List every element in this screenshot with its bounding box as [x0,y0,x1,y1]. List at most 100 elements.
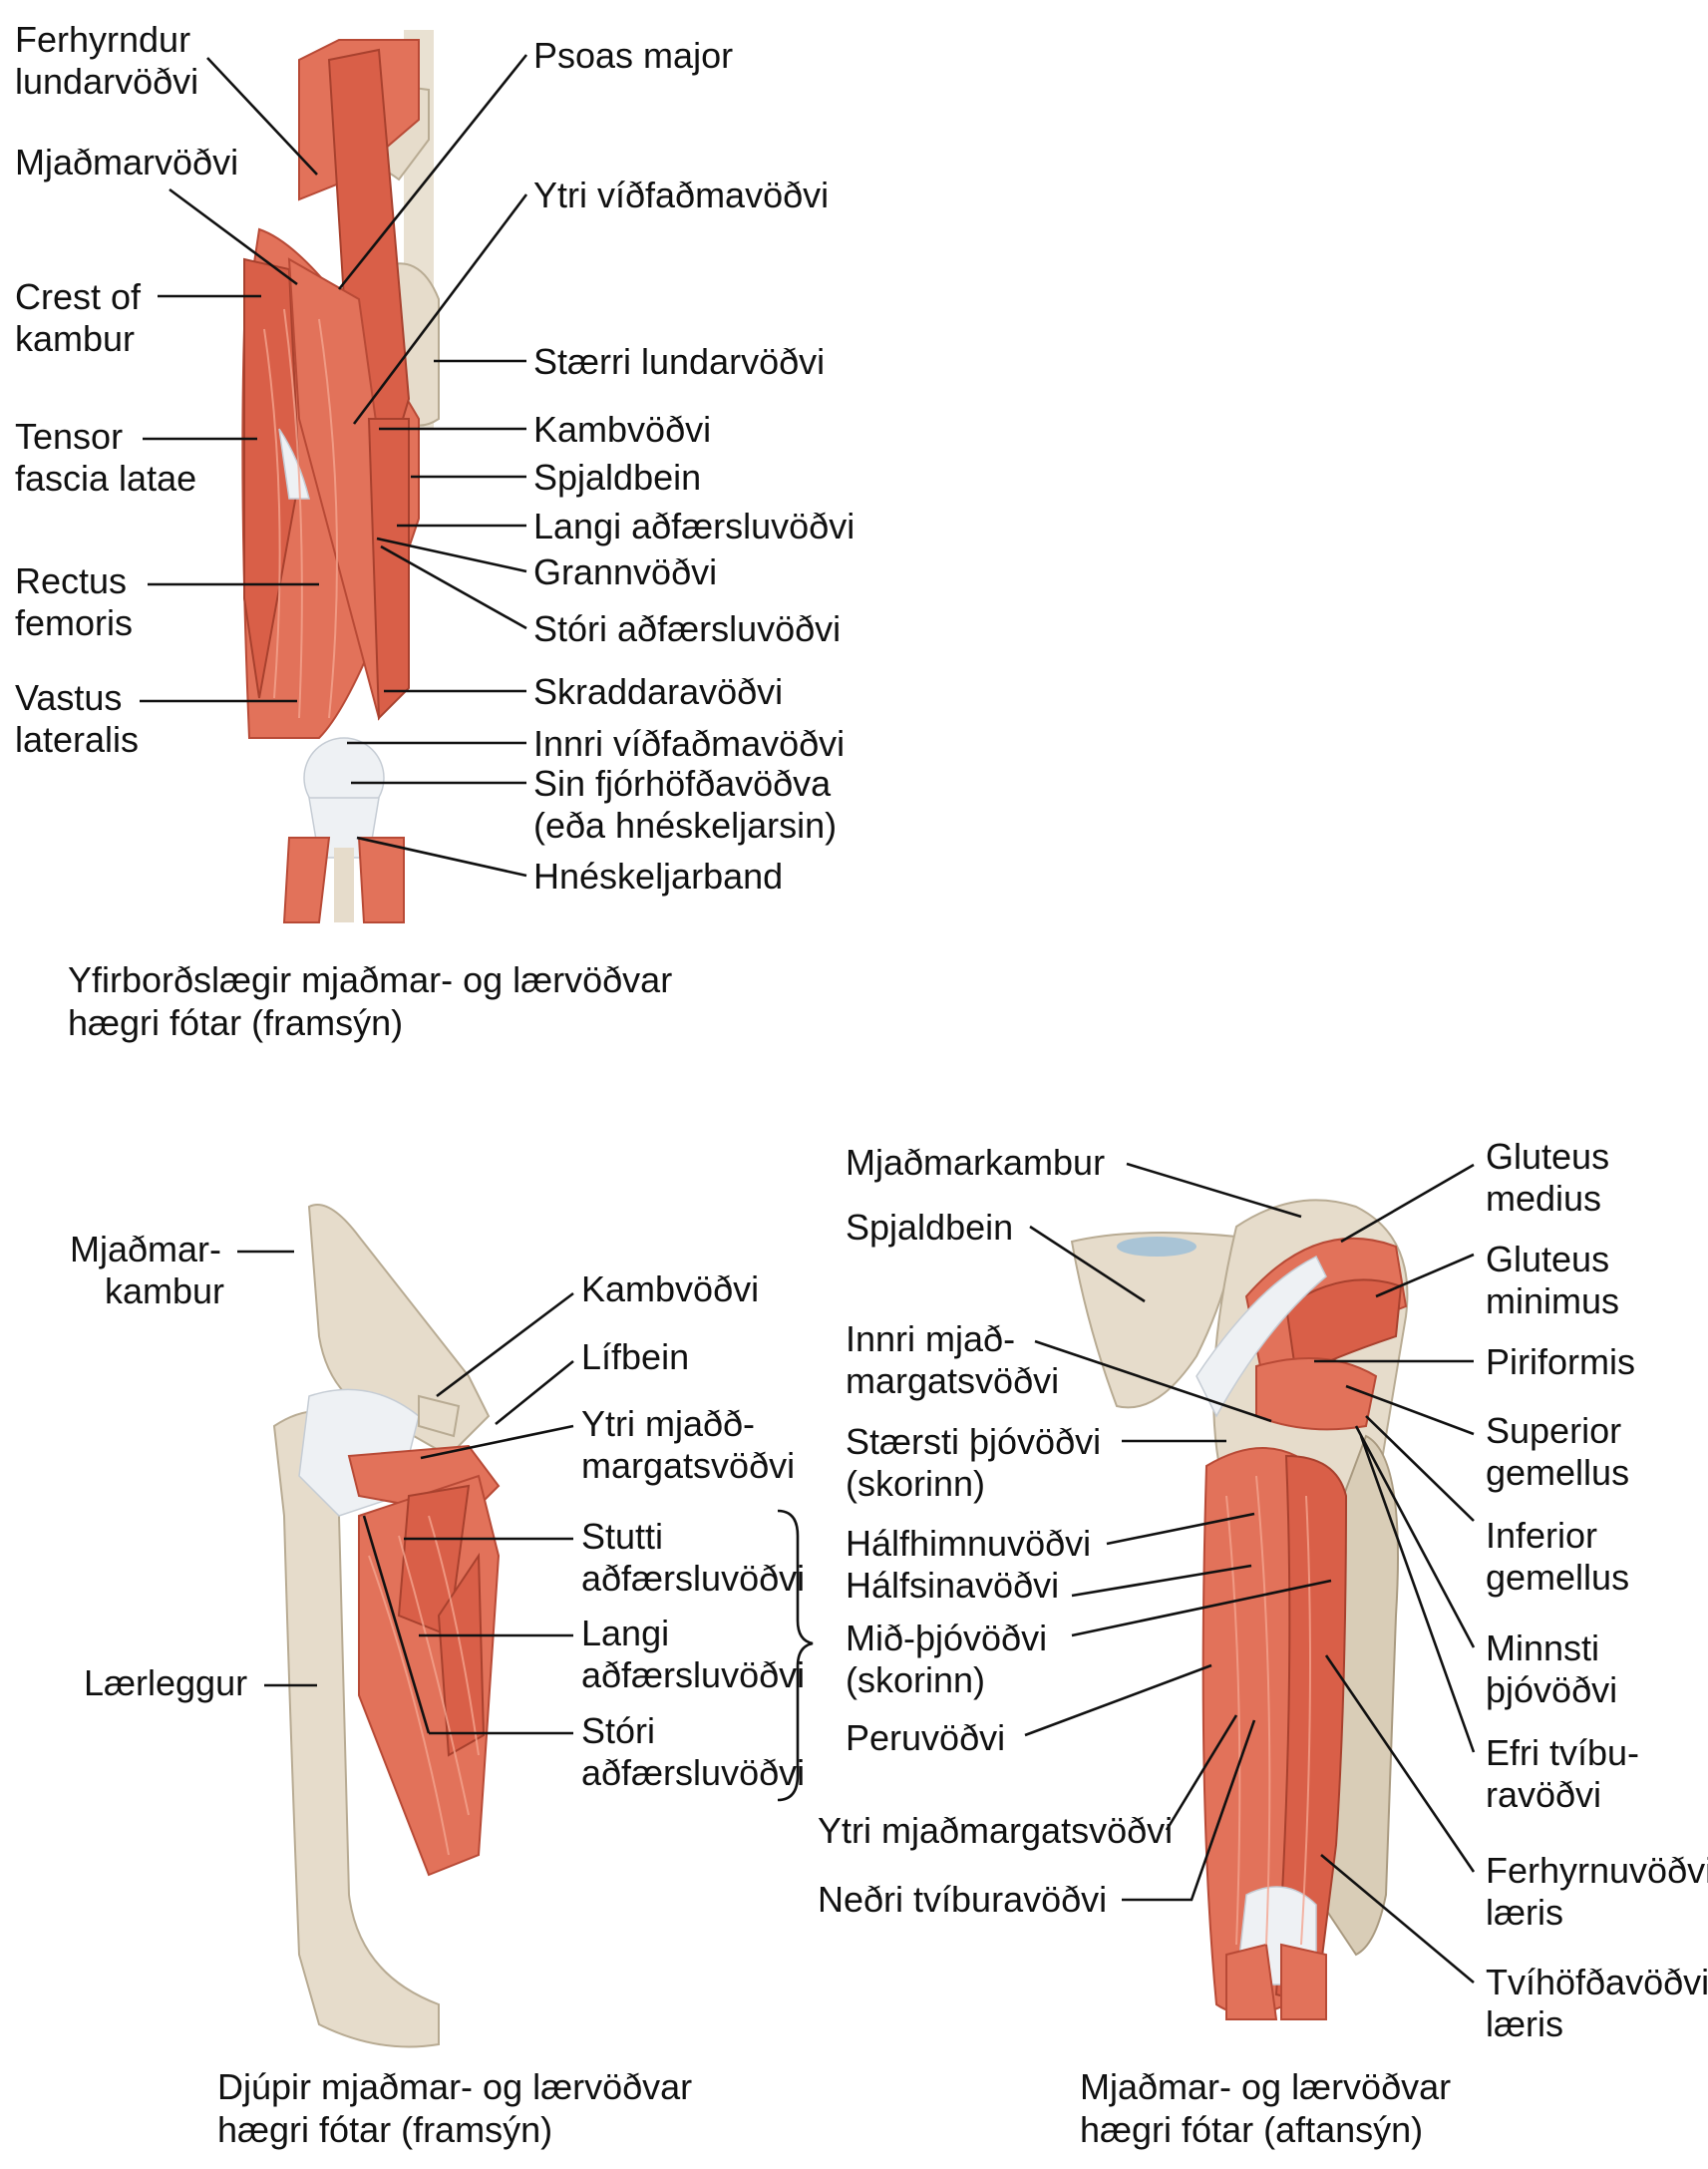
label-p1-r5: Spjaldbein [533,457,701,498]
leader-p3-l7 [1071,1579,1332,1637]
leader-p1-l2 [169,187,298,286]
text-labels: Ferhyrndur lundarvöðvi Mjaðmarvöðvi Cres… [15,19,1708,2150]
biceps-femoris-muscle [1274,1454,1348,2006]
superficial-front-illustration [241,30,440,923]
leader-p3-l1 [1126,1162,1302,1219]
label-p1-l5: Rectus femoris [15,560,137,643]
leader-p1-r8 [380,544,527,630]
gastrocnemius-left [1225,1943,1278,2020]
label-p3-r4: Superior gemellus [1486,1410,1631,1493]
label-p1-l3: Crest of kambur [15,276,151,359]
cut-gluteus-maximus [1196,1255,1327,1418]
label-p3-l9: Ytri mjaðmargatsvöðvi [818,1810,1173,1851]
leader-p3-l6 [1071,1564,1252,1598]
fascia-tendon [278,428,310,500]
label-p3-r3: Piriformis [1486,1341,1635,1382]
leader-p1-r2 [352,193,528,425]
sacrum-bone [1070,1232,1238,1409]
label-p2-r3: Ytri mjaðð- margatsvöðvi [581,1403,795,1486]
leader-p3-r7 [1359,1435,1476,1753]
label-p3-l3: Innri mjað- margatsvöðvi [846,1318,1059,1401]
label-p1-r3: Stærri lundarvöðvi [533,341,825,382]
label-p3-l2: Spjaldbein [846,1207,1013,1248]
leader-p3-r6 [1354,1425,1476,1648]
tibia-bone [334,848,354,922]
caption-posterior: Mjaðmar- og lærvöðvar hægri fótar (aftan… [1080,2066,1461,2150]
adductor-brace [777,1509,814,1802]
lower-leg-muscle-right [357,837,405,923]
label-p1-r2: Ytri víðfaðmavöðvi [533,175,829,215]
posterior-muscle-fibers [1225,1475,1311,1946]
leader-p3-l5 [1106,1512,1255,1546]
label-p3-l8: Peruvöðvi [846,1717,1005,1758]
label-p2-l1: Mjaðmar- kambur [70,1229,231,1311]
label-p2-l2: Lærleggur [84,1662,247,1703]
leader-p1-r7 [376,537,527,573]
muscle-fibers [263,308,338,719]
label-p3-l10: Neðri tvíburavöðvi [818,1879,1107,1920]
label-p1-r10: Innri víðfaðmavöðvi [533,723,845,764]
leader-p1-l1 [206,57,318,176]
leader-p3-l8 [1024,1663,1212,1737]
lower-leg-muscle-left [282,837,331,923]
label-p3-r1: Gluteus medius [1486,1136,1619,1219]
leader-p3-l3 [1034,1339,1272,1423]
leader-p1-r12 [356,836,527,878]
label-p3-r8: Ferhyrnuvöðvi læris [1486,1850,1708,1933]
label-p2-r2: Lífbein [581,1336,689,1377]
label-p1-r7: Grannvöðvi [533,551,717,592]
label-p2-r4: Stutti aðfærsluvöðvi [581,1516,805,1599]
label-p1-l2: Mjaðmarvöðvi [15,142,238,182]
leader-p2-r3 [420,1424,574,1460]
leader-p3-l2 [1029,1225,1146,1303]
leader-p2-r2 [495,1359,574,1426]
adductor-magnus-muscle [358,1474,501,1877]
piriformis-gemellus-group [1255,1357,1378,1431]
deep-front-illustration [272,1204,501,2048]
label-p3-l4: Stærsti þjóvöðvi (skorinn) [846,1421,1111,1504]
label-p1-l4: Tensor fascia latae [15,416,196,499]
label-p3-r2: Gluteus minimus [1486,1239,1619,1321]
label-p1-r6: Langi aðfærsluvöðvi [533,506,854,546]
leader-p3-l9 [1165,1714,1238,1831]
caption-superficial-front: Yfirborðslægir mjaðmar- og lærvöðvar hæg… [68,959,682,1043]
label-p1-r8: Stóri aðfærsluvöðvi [533,608,841,649]
leader-p3-r5 [1365,1415,1475,1522]
label-p1-r9: Skraddaravöðvi [533,671,783,712]
label-p3-l1: Mjaðmarkambur [846,1142,1105,1183]
leader-p2-r1 [436,1291,574,1398]
leader-p3-l10 [1122,1719,1256,1902]
sacral-disc [1117,1237,1196,1257]
pubic-bone [418,1394,461,1438]
label-p3-l7: Mið-þjóvöðvi (skorinn) [846,1618,1057,1700]
leader-p3-r9 [1320,1854,1475,1984]
label-p1-l1: Ferhyrndur lundarvöðvi [15,19,200,102]
deep-muscle-fibers [368,1515,480,1856]
posterior-illustration [1070,1199,1409,2020]
label-p3-l5: Hálfhimnuvöðvi [846,1523,1091,1564]
caption-deep-front: Djúpir mjaðmar- og lærvöðvar hægri fótar… [217,2066,702,2150]
label-p3-r5: Inferior gemellus [1486,1515,1629,1598]
leader-p3-r8 [1324,1654,1476,1873]
leader-p3-r4 [1345,1384,1475,1436]
label-p3-r6: Minnsti þjóvöðvi [1486,1627,1617,1710]
leader-p1-r1 [337,54,528,290]
leader-p2-r6b [362,1515,431,1734]
label-p1-r1: Psoas major [533,35,733,76]
gastrocnemius-right [1280,1943,1327,2020]
label-p3-l6: Hálfsinavöðvi [846,1565,1059,1606]
label-p1-l6: Vastus lateralis [15,677,139,760]
leader-p3-r2 [1375,1253,1475,1298]
label-p3-r7: Efri tvíbu- ravöðvi [1486,1732,1649,1815]
label-p2-r1: Kambvöðvi [581,1268,759,1309]
leader-p3-r1 [1340,1163,1475,1244]
adductor-muscle [367,418,410,721]
label-p1-r4: Kambvöðvi [533,409,711,450]
label-p2-r6: Stóri aðfærsluvöðvi [581,1710,805,1793]
label-p1-r12: Hnéskeljarband [533,856,783,897]
label-p3-r9: Tvíhöfðavöðvi læris [1486,1962,1708,2044]
leader-lines [140,54,1476,1984]
label-p2-r5: Langi aðfærsluvöðvi [581,1613,805,1695]
label-p1-r11: Sin fjórhöfðavöðva (eða hnéskeljarsin) [533,763,841,846]
